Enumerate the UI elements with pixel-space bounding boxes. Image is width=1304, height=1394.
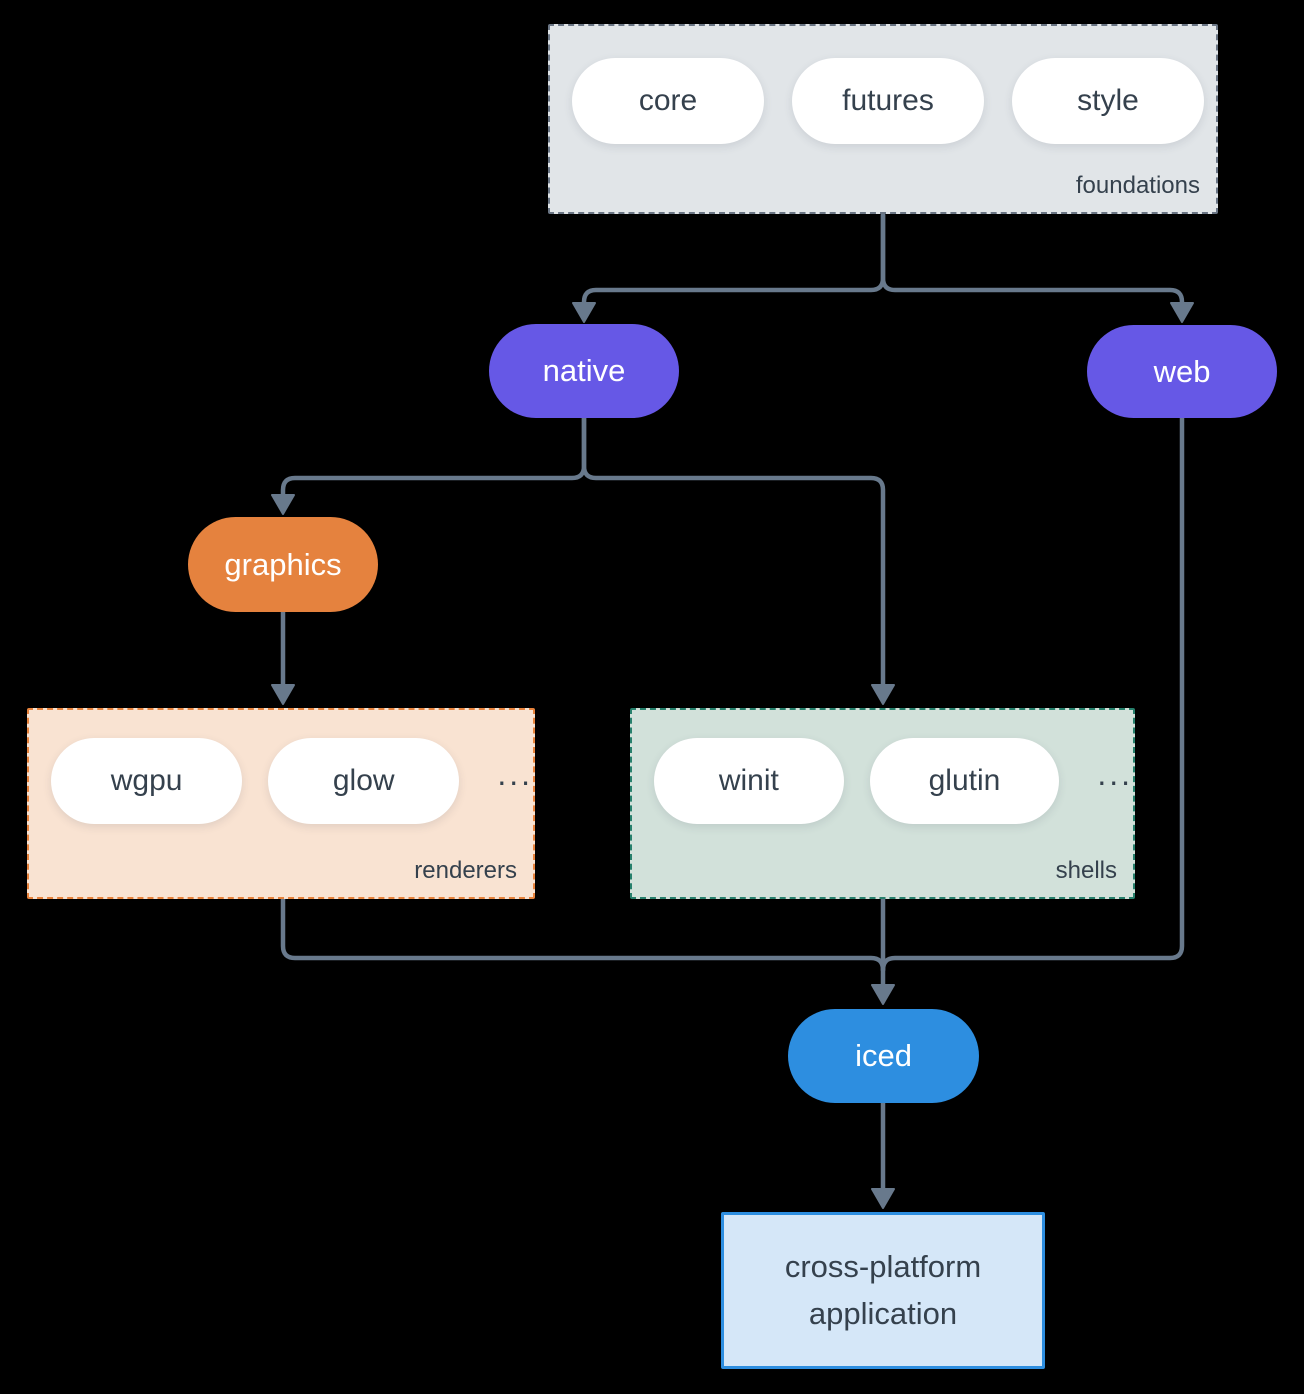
node-wgpu: wgpu <box>51 738 243 824</box>
shells-label: shells <box>1055 857 1117 884</box>
node-glutin: glutin <box>869 738 1060 824</box>
arrowhead-shells <box>871 684 895 705</box>
edge-native-shells <box>581 415 886 691</box>
edge-native-graphics <box>280 415 587 501</box>
arrowhead-iced <box>871 984 895 1005</box>
arrowhead-web <box>1170 302 1194 323</box>
renderers-group: wgpu glow ... renderers <box>27 708 535 899</box>
renderers-ellipsis: ... <box>497 755 533 792</box>
arrowhead-graphics <box>271 494 295 515</box>
node-cross-platform-application: cross-platform application <box>721 1212 1045 1369</box>
node-native: native <box>489 324 679 418</box>
arrowhead-native <box>572 302 596 323</box>
foundations-label: foundations <box>1075 172 1200 199</box>
node-web: web <box>1087 325 1277 418</box>
arrowhead-application <box>871 1188 895 1209</box>
node-futures: futures <box>792 58 984 144</box>
node-iced: iced <box>788 1009 979 1103</box>
foundations-group: core futures style foundations <box>548 24 1218 214</box>
shells-ellipsis: ... <box>1097 755 1133 792</box>
renderers-pill-row: wgpu glow ... <box>29 710 533 824</box>
arrowhead-renderers <box>271 684 295 705</box>
edge-foundations-native <box>581 212 886 309</box>
node-graphics: graphics <box>188 517 378 612</box>
application-line2: application <box>808 1295 958 1331</box>
renderers-label: renderers <box>414 857 517 884</box>
foundations-pill-row: core futures style <box>550 26 1216 144</box>
node-core: core <box>572 58 764 144</box>
node-glow: glow <box>268 738 460 824</box>
node-style: style <box>1012 58 1204 144</box>
edge-renderers-iced <box>280 896 886 973</box>
shells-pill-row: winit glutin ... <box>632 710 1133 824</box>
node-winit: winit <box>654 738 844 824</box>
edge-foundations-web <box>880 212 1185 309</box>
application-line1: cross-platform <box>784 1249 982 1284</box>
shells-group: winit glutin ... shells <box>630 708 1135 899</box>
